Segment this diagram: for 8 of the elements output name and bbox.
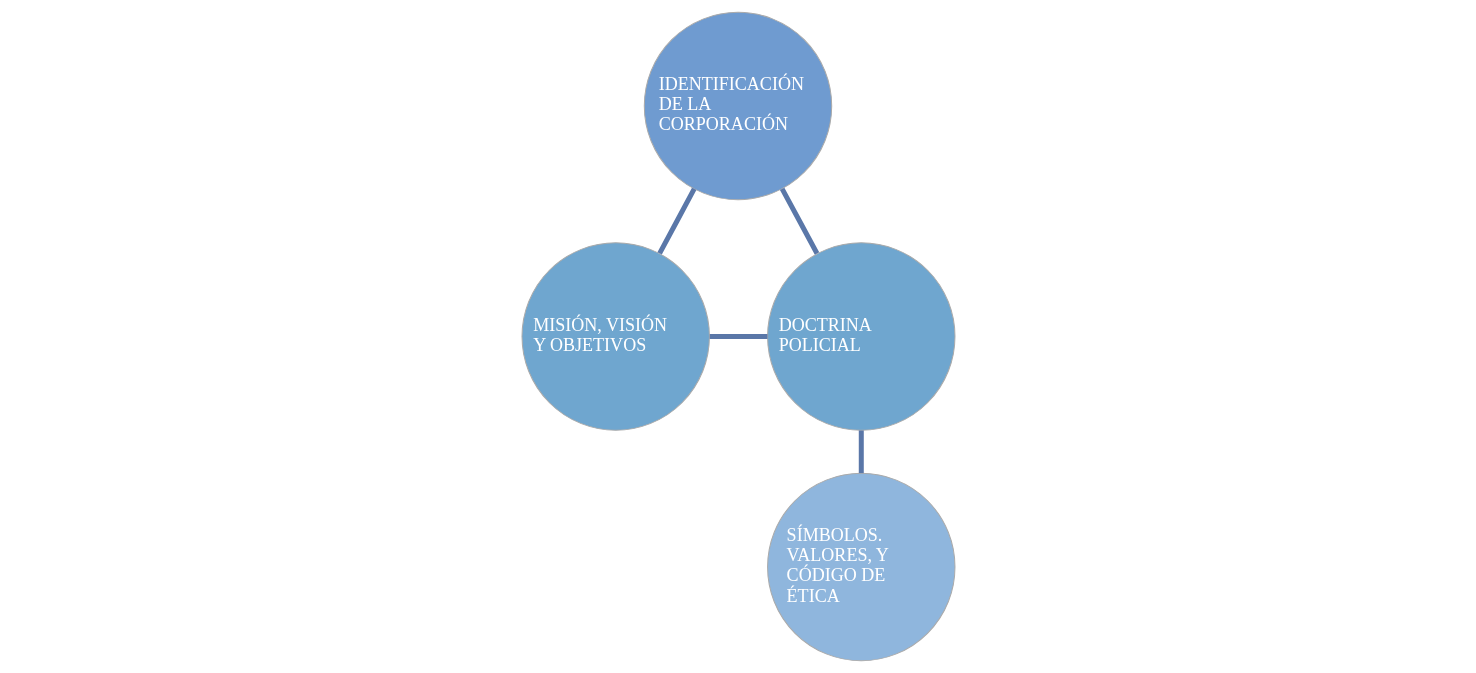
connector: [709, 334, 767, 339]
connector: [656, 187, 696, 255]
node-circle: DOCTRINA POLICIAL: [766, 242, 955, 431]
node-circle: IDENTIFICACIÓN DE LA CORPORACIÓN: [643, 11, 832, 201]
connector: [779, 187, 819, 255]
node-circle: MISIÓN, VISIÓN Y OBJETIVOS: [521, 242, 710, 431]
connector: [858, 430, 864, 474]
node-circle: SÍMBOLOS. VALORES, Y CÓDIGO DE ÉTICA: [766, 472, 955, 662]
